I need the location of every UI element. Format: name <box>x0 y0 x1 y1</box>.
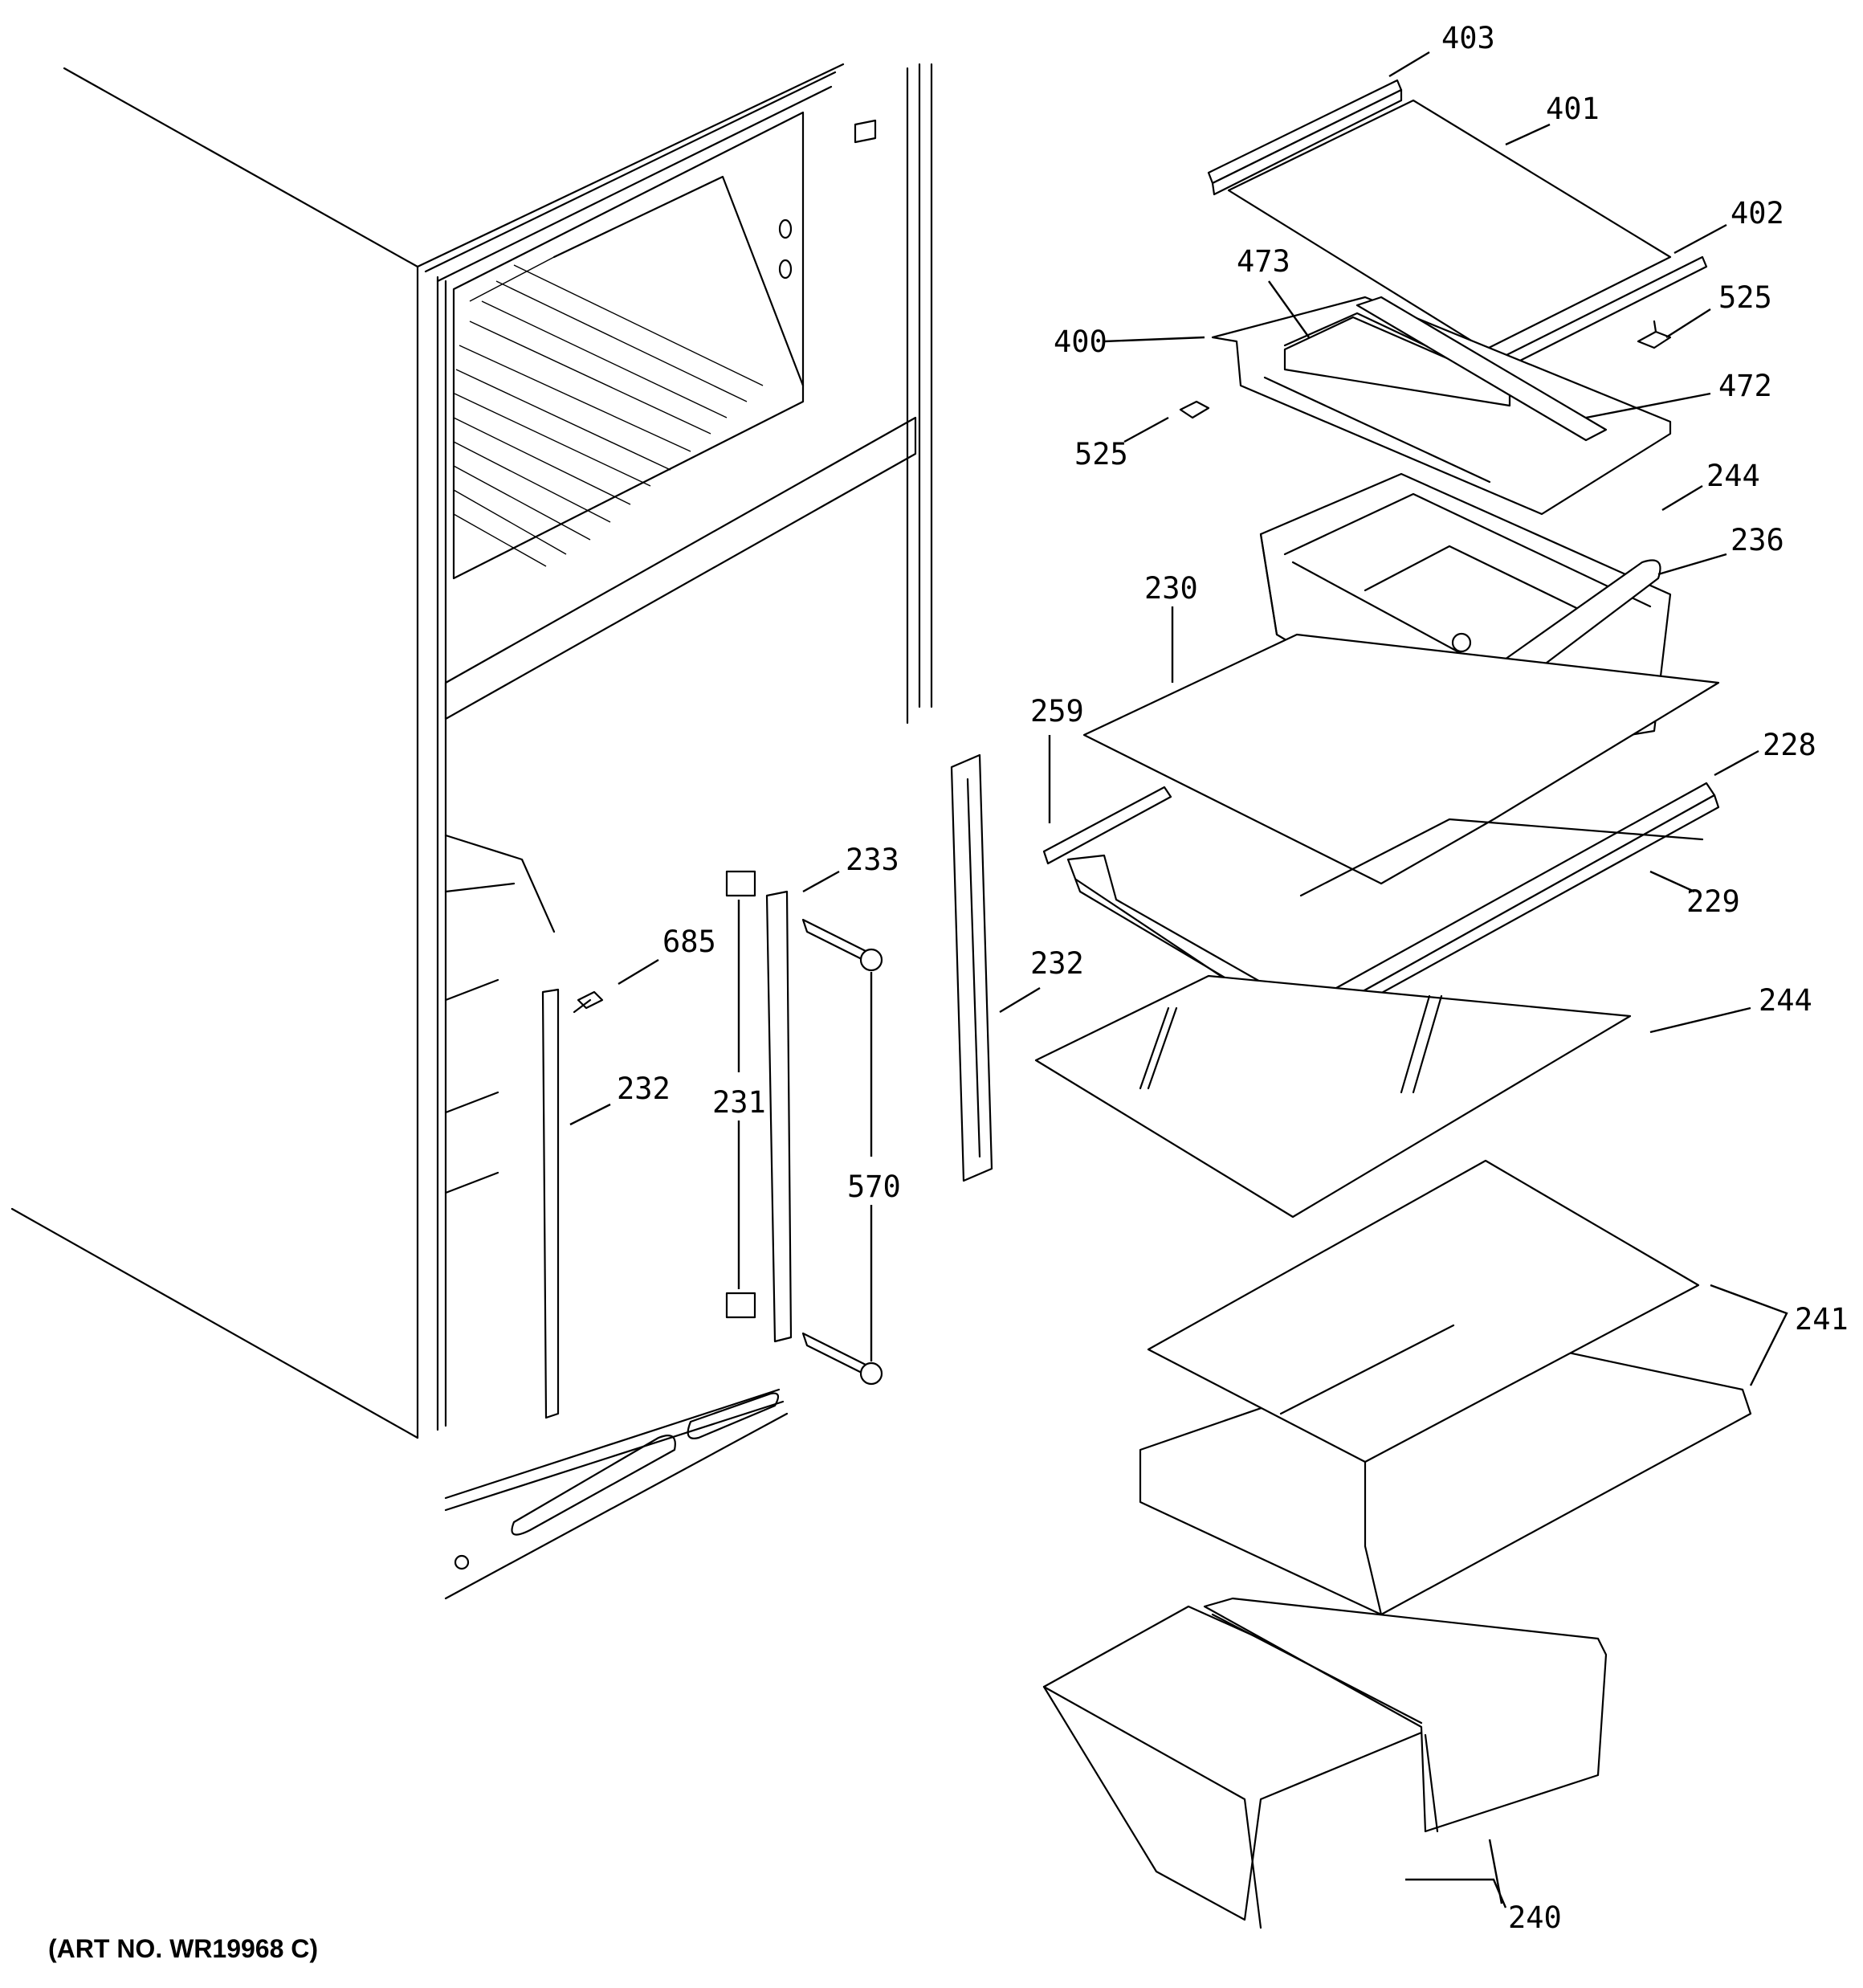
callout-230: 230 <box>1144 571 1198 606</box>
part-228-shelf-front-trim <box>1327 782 1720 1018</box>
callout-570: 570 <box>847 1170 901 1204</box>
callout-232-right: 232 <box>1030 946 1084 981</box>
callout-236: 236 <box>1731 523 1784 557</box>
callout-241: 241 <box>1795 1302 1849 1337</box>
callout-400: 400 <box>1054 325 1107 359</box>
part-232-shelf-ladder-right <box>950 753 993 1182</box>
part-400-shelf-frame <box>1211 296 1672 516</box>
callout-473: 473 <box>1237 244 1290 279</box>
callout-525-lower: 525 <box>1074 437 1128 471</box>
callout-259: 259 <box>1030 694 1084 729</box>
part-244-glass-cover <box>1034 974 1632 1219</box>
part-525-screw-right <box>1637 320 1672 349</box>
leader-lines <box>569 51 1788 1908</box>
part-685-screw <box>573 990 604 1014</box>
part-525-screw-left <box>1179 400 1210 419</box>
callout-244-upper: 244 <box>1706 459 1760 493</box>
part-403-shelf-trim <box>1207 79 1403 196</box>
part-232-shelf-ladder-left <box>541 988 560 1419</box>
art-number: (ART NO. WR19968 C) <box>48 1934 319 1963</box>
callout-685: 685 <box>662 925 716 959</box>
callout-229: 229 <box>1686 884 1740 919</box>
callout-240: 240 <box>1508 1900 1562 1935</box>
part-241-crisper-cover <box>1139 1159 1752 1616</box>
callout-228: 228 <box>1763 728 1816 762</box>
callout-472: 472 <box>1718 369 1772 403</box>
part-570-screw-upper <box>801 918 883 972</box>
callout-244-lower: 244 <box>1759 983 1812 1018</box>
part-240-crisper-drawers <box>1042 1597 1608 1929</box>
callout-labels: 403 401 402 473 525 400 472 525 244 236 … <box>617 21 1849 1935</box>
freezer-ribs <box>453 264 764 567</box>
callout-525-upper: 525 <box>1718 280 1772 315</box>
part-259-shelf-trim <box>1042 786 1172 865</box>
callout-401: 401 <box>1546 92 1600 126</box>
callout-403: 403 <box>1441 21 1495 55</box>
part-472-shelf-slide <box>1355 296 1608 442</box>
part-401-glass-shelf <box>1227 99 1672 351</box>
part-570-screw-lower <box>801 1332 883 1386</box>
callout-233: 233 <box>846 843 899 877</box>
callout-402: 402 <box>1731 196 1784 231</box>
part-231-shelf-bracket <box>725 870 793 1343</box>
refrigerator-cabinet <box>10 63 933 1600</box>
callout-232-left: 232 <box>617 1072 671 1106</box>
callout-231: 231 <box>712 1085 766 1120</box>
part-230-glass-shelf <box>1082 633 1720 885</box>
